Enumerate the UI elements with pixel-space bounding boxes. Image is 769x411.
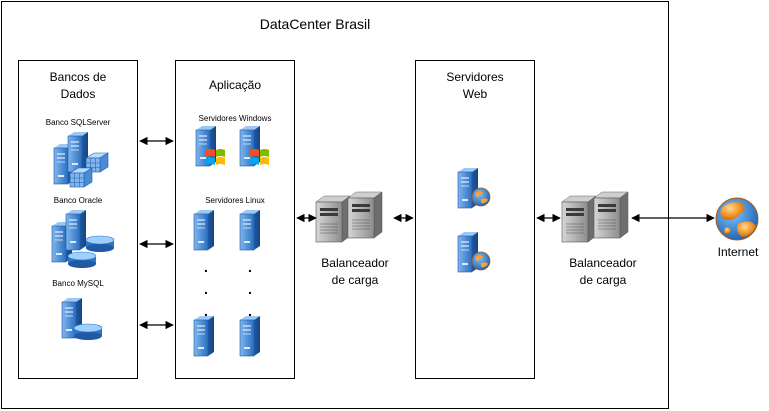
databases-title: Bancos de Dados <box>49 70 107 101</box>
web-servers-title: Servidores Web <box>446 70 504 101</box>
linux-server-icon-2 <box>239 209 261 251</box>
linux-server-icon-3 <box>193 315 215 357</box>
oracle-database-icon <box>51 209 115 269</box>
internet-label: Internet <box>717 245 759 259</box>
web-server-icon-1 <box>457 167 491 209</box>
mysql-database-icon <box>61 297 103 341</box>
sqlserver-database-icon <box>53 131 109 188</box>
linux-servers-ellipsis-left: . . . <box>204 259 208 319</box>
windows-server-icon-1 <box>195 125 225 167</box>
sqlserver-label: Banco SQLServer <box>45 118 111 127</box>
oracle-label: Banco Oracle <box>53 196 103 205</box>
load-balancer-2-icon <box>561 191 629 243</box>
load-balancer-2-label: Balanceador de carga <box>569 256 637 287</box>
application-title: Aplicação <box>208 78 262 92</box>
windows-servers-label: Servidores Windows <box>198 114 272 123</box>
linux-servers-label: Servidores Linux <box>205 196 265 205</box>
datacenter-title: DataCenter Brasil <box>259 16 371 32</box>
mysql-label: Banco MySQL <box>52 279 104 288</box>
linux-servers-ellipsis-right: . . . <box>248 259 252 319</box>
linux-server-icon-1 <box>193 209 215 251</box>
internet-globe-icon <box>715 197 759 241</box>
linux-server-icon-4 <box>239 315 261 357</box>
web-servers-panel <box>415 60 535 379</box>
windows-server-icon-2 <box>239 125 269 167</box>
load-balancer-1-icon <box>315 191 383 243</box>
load-balancer-1-label: Balanceador de carga <box>321 256 389 287</box>
web-server-icon-2 <box>457 231 491 273</box>
